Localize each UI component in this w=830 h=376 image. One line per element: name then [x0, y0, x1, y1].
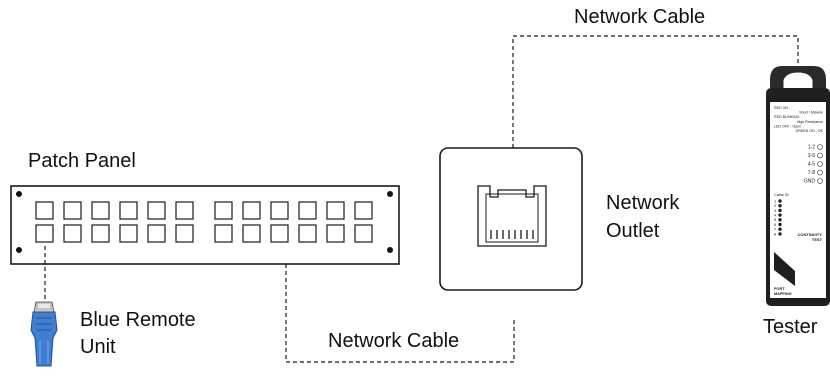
blue-remote-unit-icon [30, 301, 58, 367]
patch-port [91, 201, 110, 220]
patch-port [175, 201, 194, 220]
continuity-led [817, 178, 823, 184]
patch-port [147, 224, 166, 243]
cable-id-led [778, 213, 782, 217]
network-outlet-label-line2: Outlet [606, 220, 660, 242]
tester-legend-text: High Resistance [797, 120, 823, 124]
patch-port [270, 201, 289, 220]
cable-id-number: 4 [774, 213, 777, 218]
patch-port [242, 224, 261, 243]
cable-id-led [778, 227, 782, 231]
continuity-pair-label: 3-6 [808, 153, 815, 159]
mount-hole [387, 191, 393, 197]
tester-legend-text: RED BLINKING - [774, 115, 802, 119]
cable-id-led [778, 218, 782, 222]
continuity-test-label: TEST [812, 237, 823, 242]
patch-port [175, 224, 194, 243]
mount-hole [16, 191, 22, 197]
continuity-pair-label: GND [804, 179, 816, 185]
mount-hole [387, 247, 393, 253]
patch-port [214, 224, 233, 243]
cable-id-led [778, 222, 782, 227]
continuity-led [817, 144, 823, 150]
patch-port [354, 201, 373, 220]
cable-id-number: 8 [774, 231, 777, 236]
port-mapping-label: MAPPING [774, 292, 792, 296]
continuity-pair-label: 4-5 [808, 162, 815, 168]
continuity-pair-label: 1-2 [808, 145, 815, 151]
patch-panel [10, 185, 400, 265]
continuity-led [817, 169, 823, 176]
cable-id-number: 1 [774, 198, 777, 203]
continuity-test-label: CONTINUITY [798, 232, 823, 237]
patch-port [326, 201, 345, 220]
patch-port [270, 224, 289, 243]
network-outlet [439, 147, 583, 291]
remote-label-line1: Blue Remote [80, 309, 196, 331]
patch-panel-ports [35, 201, 373, 243]
cable-id-number: 3 [774, 208, 777, 213]
cable-id-number: 5 [774, 217, 777, 222]
cable-id-led [778, 204, 782, 208]
patch-port [242, 201, 261, 220]
tester-legend-text: LED OFF - Open [774, 124, 801, 128]
port-mapping-mark [774, 252, 795, 286]
patch-port [91, 224, 110, 243]
cable-id-led [778, 232, 782, 236]
cable-id-number: 7 [774, 227, 777, 232]
cable-id-number: 6 [774, 222, 777, 227]
patch-panel-label: Patch Panel [28, 150, 136, 172]
continuity-pair-label: 7-8 [808, 170, 815, 176]
tester-jack [782, 71, 814, 94]
patch-port [63, 201, 82, 220]
remote-label-line2: Unit [80, 336, 116, 358]
patch-port [354, 224, 373, 243]
patch-port [326, 224, 345, 243]
patch-port [298, 201, 317, 220]
network-outlet-label-line1: Network [606, 192, 680, 214]
continuity-led [817, 161, 823, 167]
continuity-led [817, 152, 823, 159]
port-mapping-label: PORT [774, 287, 785, 291]
cable-id-led [778, 208, 782, 213]
tester-legend-text: Short / Miswire [799, 111, 823, 115]
outlet-faceplate [439, 147, 583, 291]
patch-port [214, 201, 233, 220]
tester-legend-text: GREEN ON - OK [795, 129, 823, 133]
patch-port [35, 224, 54, 243]
patch-port [147, 201, 166, 220]
patch-port [298, 224, 317, 243]
network-cable-top-label: Network Cable [574, 6, 706, 28]
patch-port [119, 224, 138, 243]
patch-port [63, 224, 82, 243]
rj45-jack-icon [477, 185, 547, 247]
patch-port [35, 201, 54, 220]
cable-id-led [778, 199, 782, 203]
tester-label: Tester [763, 316, 818, 338]
network-cable-bottom [285, 264, 515, 363]
cable-id-number: 2 [774, 203, 777, 208]
tester-legend-text: RED ON - [774, 106, 791, 110]
patch-port [119, 201, 138, 220]
network-cable-bottom-label: Network Cable [328, 330, 460, 352]
mount-hole [16, 247, 22, 253]
network-cable-top [512, 35, 799, 148]
cable-id-label: Cable ID [774, 193, 789, 197]
